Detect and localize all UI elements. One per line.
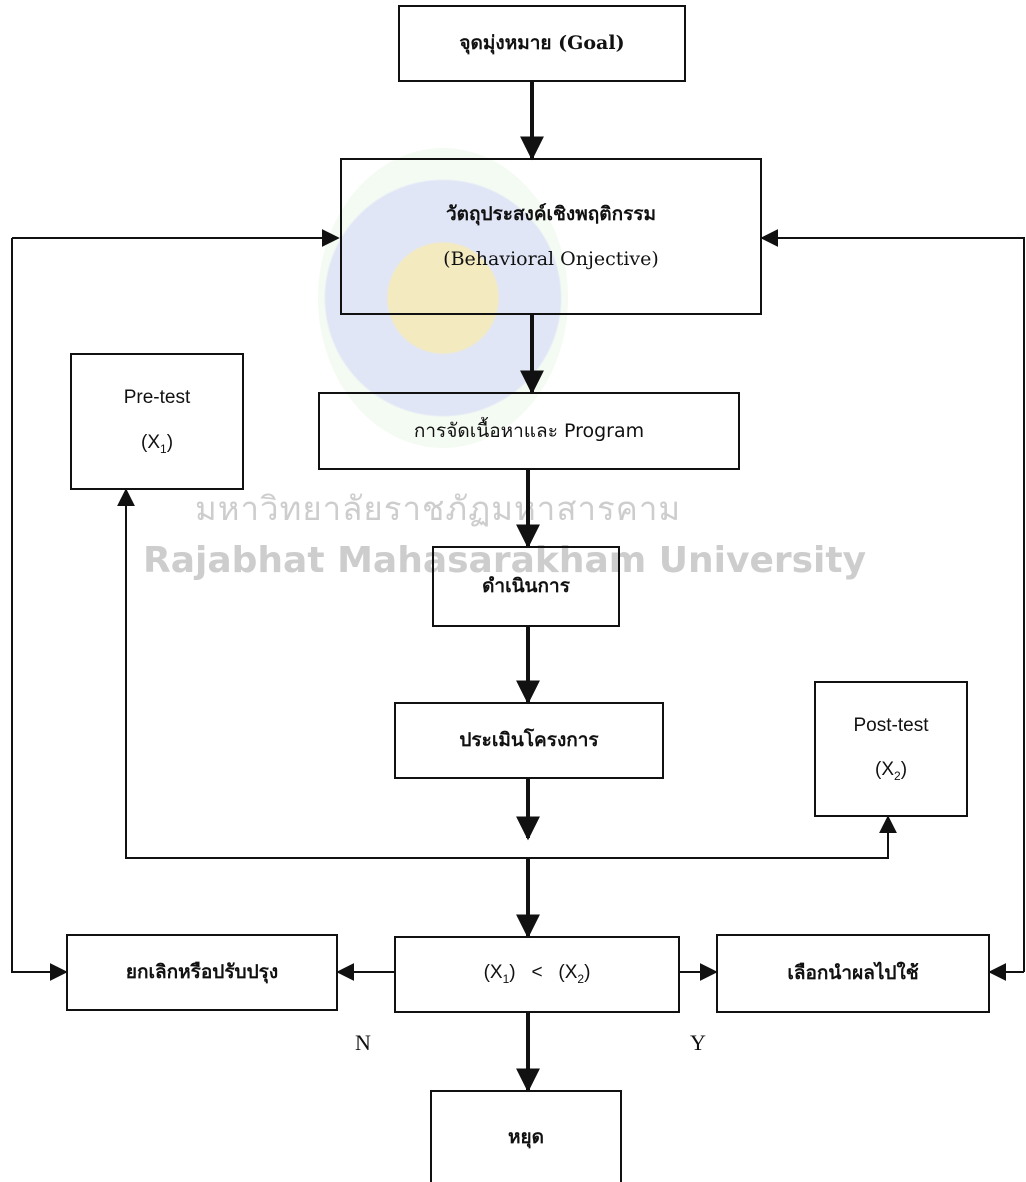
evaluate-text: ประเมินโครงการ xyxy=(459,729,599,752)
compare-operator: < xyxy=(531,962,543,984)
objective-box: วัตถุประสงค์เชิงพฤติกรรม (Behavioral Onj… xyxy=(340,158,762,315)
objective-title: วัตถุประสงค์เชิงพฤติกรรม xyxy=(445,202,657,225)
pretest-var: X xyxy=(147,431,160,453)
cancel-text: ยกเลิกหรือปรับปรุง xyxy=(125,961,279,984)
posttest-sub: 2 xyxy=(894,769,901,784)
goal-text: จุดมุ่งหมาย (Goal) xyxy=(459,32,625,55)
objective-subtitle: (Behavioral Onjective) xyxy=(443,247,659,270)
university-seal-watermark xyxy=(318,148,568,448)
pretest-sub: 1 xyxy=(160,441,167,456)
posttest-var: X xyxy=(881,759,894,781)
compare-left-var: X xyxy=(489,962,503,984)
arrow-right-loop-to-objective xyxy=(760,229,1025,972)
compare-right-sub: 2 xyxy=(577,972,585,987)
stop-text: หยุด xyxy=(508,1125,544,1148)
evaluate-box: ประเมินโครงการ xyxy=(394,702,664,779)
edge-label-yes: Y xyxy=(690,1030,706,1055)
compare-expression: (X1) < (X2) xyxy=(483,962,591,987)
operate-text: ดำเนินการ xyxy=(482,575,570,598)
content-box: การจัดเนื้อหาและ Program xyxy=(318,392,740,470)
content-text: การจัดเนื้อหาและ Program xyxy=(413,419,645,442)
stop-box: หยุด xyxy=(430,1090,622,1182)
goal-box: จุดมุ่งหมาย (Goal) xyxy=(398,5,686,82)
pretest-box: Pre-test (X1) xyxy=(70,353,244,490)
arrow-left-loop-to-cancel xyxy=(11,238,68,981)
apply-box: เลือกนำผลไปใช้ xyxy=(716,934,990,1013)
compare-left-sub: 1 xyxy=(502,972,510,987)
posttest-box: Post-test (X2) xyxy=(814,681,968,817)
arrow-to-pretest xyxy=(117,488,528,859)
posttest-label: Post-test xyxy=(853,714,929,736)
arrow-to-posttest xyxy=(528,815,897,859)
edge-label-no: N xyxy=(355,1030,371,1055)
compare-box: (X1) < (X2) xyxy=(394,936,680,1013)
compare-right-var: X xyxy=(564,962,578,984)
pretest-label: Pre-test xyxy=(123,387,191,408)
posttest-variable: (X2) xyxy=(874,759,908,784)
watermark-thai: มหาวิทยาลัยราชภัฏมหาสารคาม xyxy=(195,489,682,528)
pretest-variable: (X1) xyxy=(140,431,174,456)
cancel-box: ยกเลิกหรือปรับปรุง xyxy=(66,934,338,1011)
operate-box: ดำเนินการ xyxy=(432,546,620,627)
apply-text: เลือกนำผลไปใช้ xyxy=(787,962,919,985)
